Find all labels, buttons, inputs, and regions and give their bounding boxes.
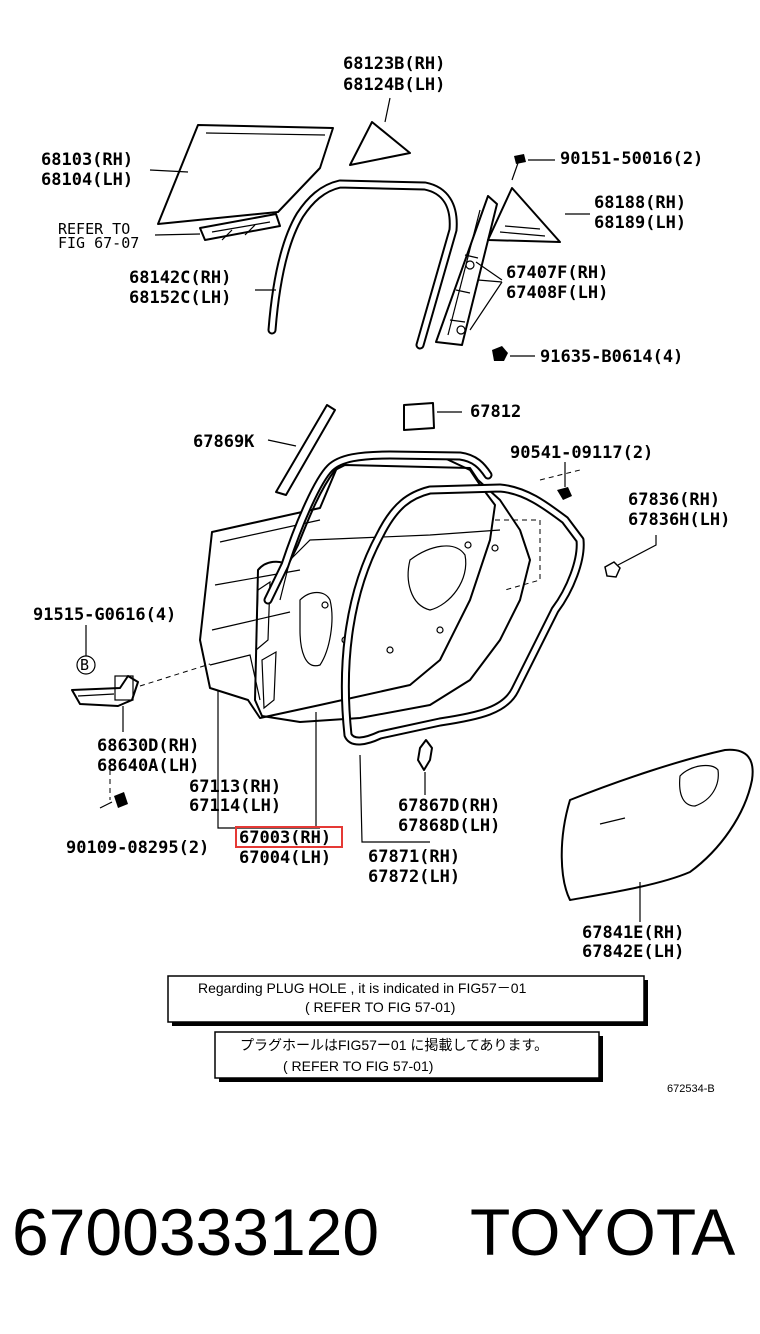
belt-molding-part — [275, 404, 336, 496]
figure-id: 672534-B — [667, 1083, 715, 1095]
quarter-glass-part — [349, 121, 411, 166]
run-channel-part — [267, 179, 458, 350]
label-67868d: 67868D(LH) — [398, 816, 500, 836]
label-refer-to: REFER TO — [58, 220, 130, 238]
pin-icon — [417, 739, 433, 771]
door-frame-part — [254, 464, 531, 723]
hinge-part — [71, 675, 139, 707]
bolt-small-icon — [109, 770, 128, 808]
door-glass-part — [157, 124, 334, 225]
part-number: 6700333120 — [12, 1195, 379, 1269]
trim-board-part — [560, 748, 754, 901]
label-67114: 67114(LH) — [189, 796, 281, 816]
label-67872: 67872(LH) — [368, 867, 460, 887]
label-67003-highlighted[interactable]: 67003(RH) — [239, 828, 331, 848]
label-67113: 67113(RH) — [189, 777, 281, 797]
note-box-japanese: プラグホールはFIG57ー01 に掲載してあります。 ( REFER TO FI… — [214, 1031, 603, 1082]
label-91635: 91635-B0614(4) — [540, 347, 683, 367]
label-68142c: 68142C(RH) — [129, 268, 231, 288]
division-bar-part — [435, 195, 498, 346]
frame-seal-part — [263, 450, 493, 605]
label-90109: 90109-08295(2) — [66, 838, 209, 858]
label-90151: 90151-50016(2) — [560, 149, 703, 169]
note-japanese-line1: プラグホールはFIG57ー01 に掲載してあります。 — [240, 1037, 548, 1053]
label-91515: 91515-G0616(4) — [33, 605, 176, 625]
label-67836h: 67836H(LH) — [628, 510, 730, 530]
bolt-icon — [492, 346, 508, 361]
brand-name: TOYOTA — [470, 1195, 735, 1269]
label-67841e: 67841E(RH) — [582, 923, 684, 943]
glass-channel-part — [199, 213, 281, 241]
grommet-icon — [604, 561, 621, 578]
label-68103: 68103(RH) — [41, 150, 133, 170]
pad-part — [403, 402, 435, 431]
note-english-line2: ( REFER TO FIG 57-01) — [305, 999, 455, 1015]
label-67836: 67836(RH) — [628, 490, 720, 510]
label-67812: 67812 — [470, 402, 521, 422]
label-68123b: 68123B(RH) — [343, 54, 445, 74]
screw-icon — [511, 154, 526, 181]
label-67869k: 67869K — [193, 432, 255, 452]
quarter-window-part — [487, 187, 561, 243]
label-67407f: 67407F(RH) — [506, 263, 608, 283]
label-90541: 90541-09117(2) — [510, 443, 653, 463]
note-japanese-line2: ( REFER TO FIG 57-01) — [283, 1058, 433, 1074]
weatherstrip-part — [340, 483, 585, 746]
note-box-english: Regarding PLUG HOLE , it is indicated in… — [167, 975, 648, 1026]
note-english-line1: Regarding PLUG HOLE , it is indicated in… — [198, 980, 527, 996]
label-67842e: 67842E(LH) — [582, 942, 684, 962]
label-67408f: 67408F(LH) — [506, 283, 608, 303]
label-67004: 67004(LH) — [239, 848, 331, 868]
label-68189: 68189(LH) — [594, 213, 686, 233]
clip-icon — [557, 487, 572, 500]
label-68630d: 68630D(RH) — [97, 736, 199, 756]
label-68104: 68104(LH) — [41, 170, 133, 190]
label-68124b: 68124B(LH) — [343, 75, 445, 95]
label-fig-67-07: FIG 67-07 — [58, 234, 139, 252]
highlight-box — [235, 826, 343, 848]
label-b: B — [80, 656, 89, 674]
label-68188: 68188(RH) — [594, 193, 686, 213]
label-68152c: 68152C(LH) — [129, 288, 231, 308]
label-68640a: 68640A(LH) — [97, 756, 199, 776]
label-67867d: 67867D(RH) — [398, 796, 500, 816]
label-67871: 67871(RH) — [368, 847, 460, 867]
